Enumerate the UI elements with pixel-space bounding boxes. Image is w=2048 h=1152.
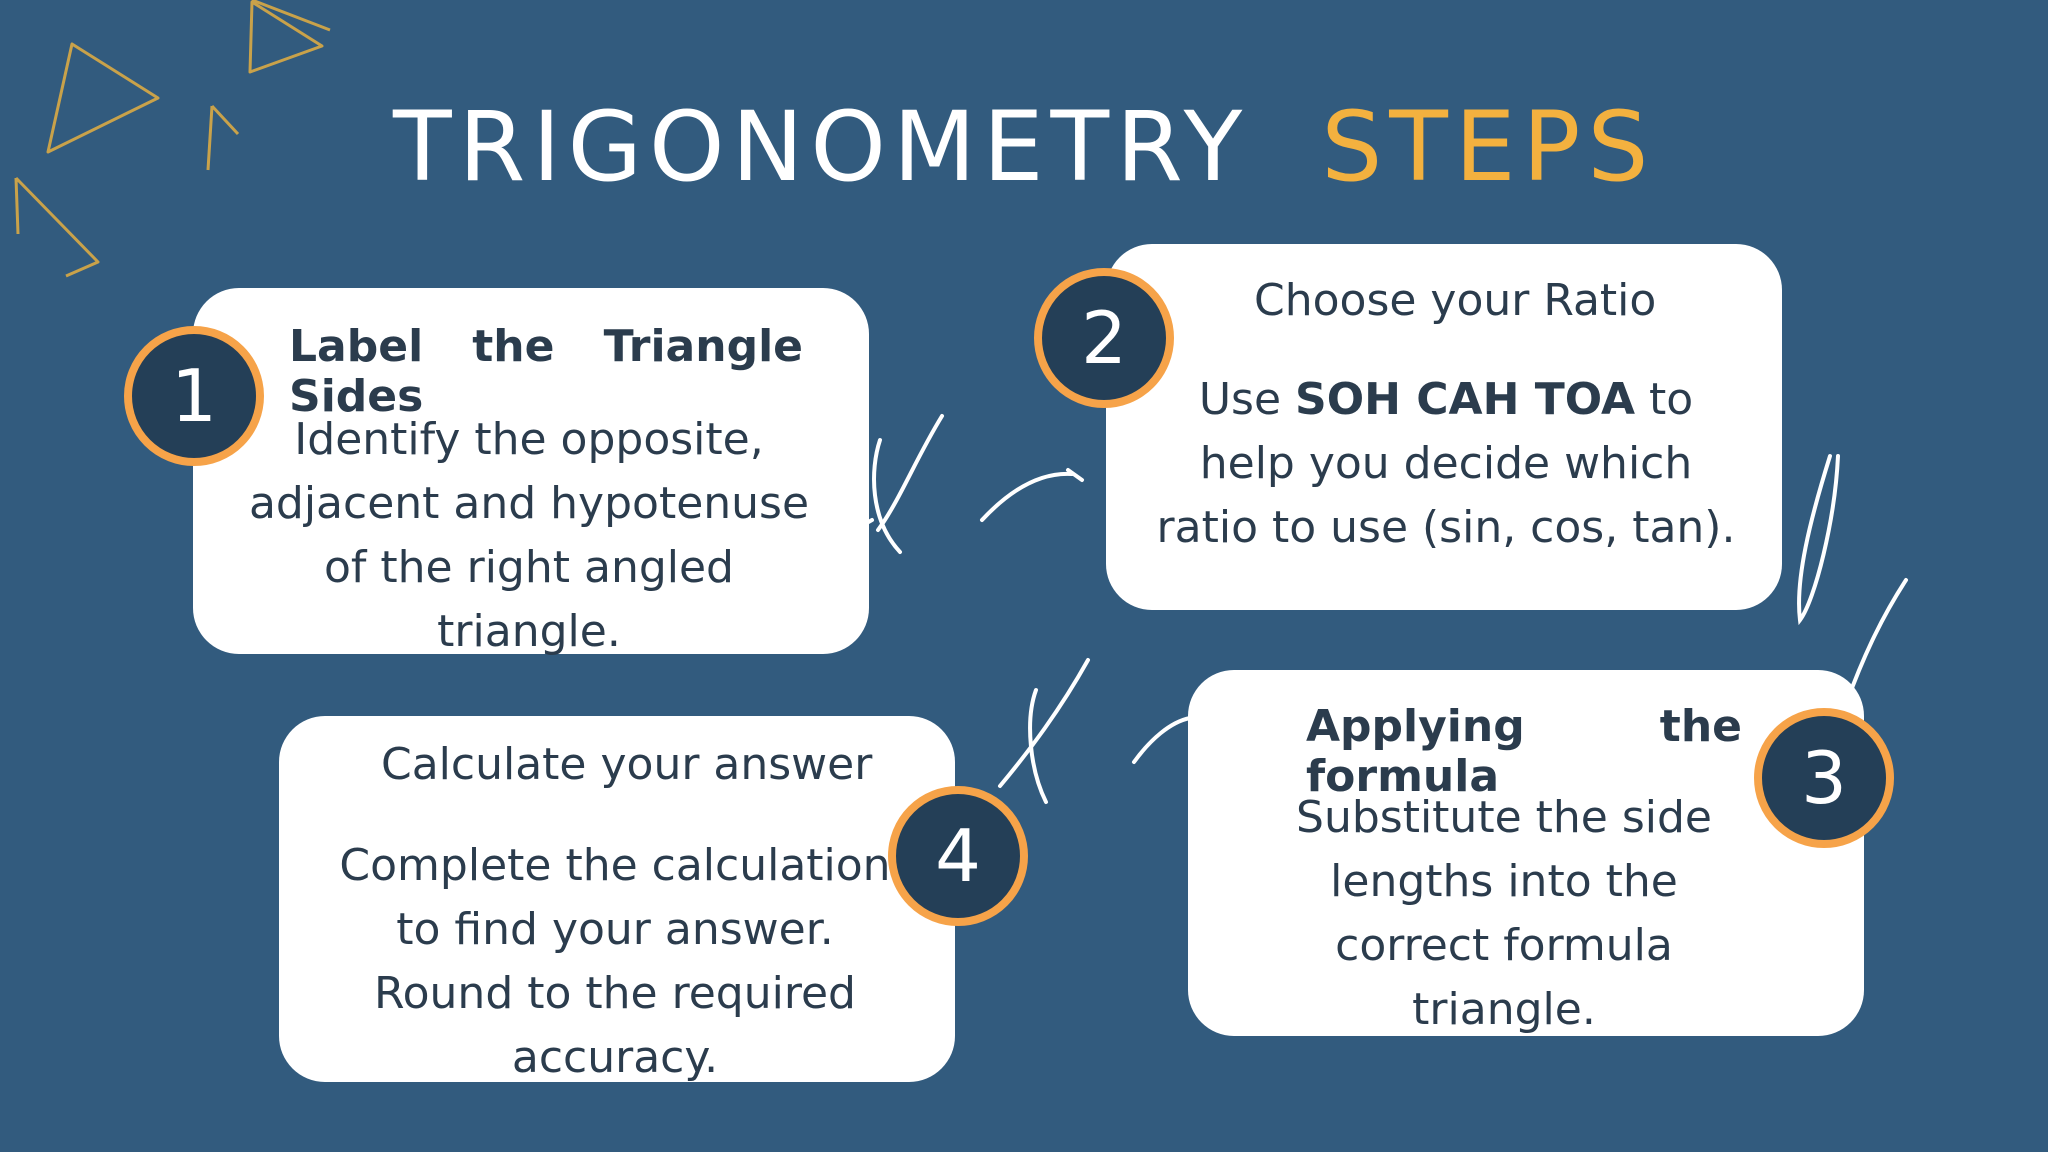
step-1-badge: 1: [124, 326, 264, 466]
step-4-heading: Calculate your answer: [381, 739, 873, 790]
triangle-icon: [251, 0, 331, 32]
triangle-icon: [46, 42, 160, 154]
step-4-body: Complete the calculation to find your an…: [339, 840, 891, 1083]
step-card-3: Applying the formula Substitute the side…: [1188, 670, 1864, 1036]
step-3-badge: 3: [1754, 708, 1894, 848]
title-part1: TRIGONOMETRY: [393, 91, 1250, 203]
page-title: TRIGONOMETRY STEPS: [393, 92, 1655, 202]
triangle-icon: [248, 0, 324, 74]
step-2-body: Use SOH CAH TOA to help you decide which…: [1146, 368, 1746, 560]
step-1-heading: Label the Triangle Sides: [289, 321, 803, 422]
step-1-body: Identify the opposite, adjacent and hypo…: [248, 414, 810, 657]
step-2-body-pre: Use: [1198, 374, 1295, 425]
triangle-icon: [206, 104, 240, 171]
step-2-body-bold: SOH CAH TOA: [1295, 374, 1636, 425]
step-card-4: Calculate your answer Complete the calcu…: [279, 716, 955, 1083]
step-3-body: Substitute the side lengths into the cor…: [1296, 792, 1712, 1035]
title-part2: STEPS: [1321, 91, 1656, 203]
step-4-badge: 4: [888, 786, 1028, 926]
step-2-heading: Choose your Ratio: [1254, 275, 1657, 326]
step-2-badge: 2: [1034, 268, 1174, 408]
step-card-2: Choose your Ratio Use SOH CAH TOA to hel…: [1106, 244, 1782, 610]
triangle-icon: [14, 176, 100, 278]
step-3-heading: Applying the formula: [1306, 701, 1742, 802]
step-card-1: Label the Triangle Sides Identify the op…: [193, 288, 869, 657]
step-2-body-post: to help you decide which ratio to use (s…: [1156, 374, 1736, 553]
